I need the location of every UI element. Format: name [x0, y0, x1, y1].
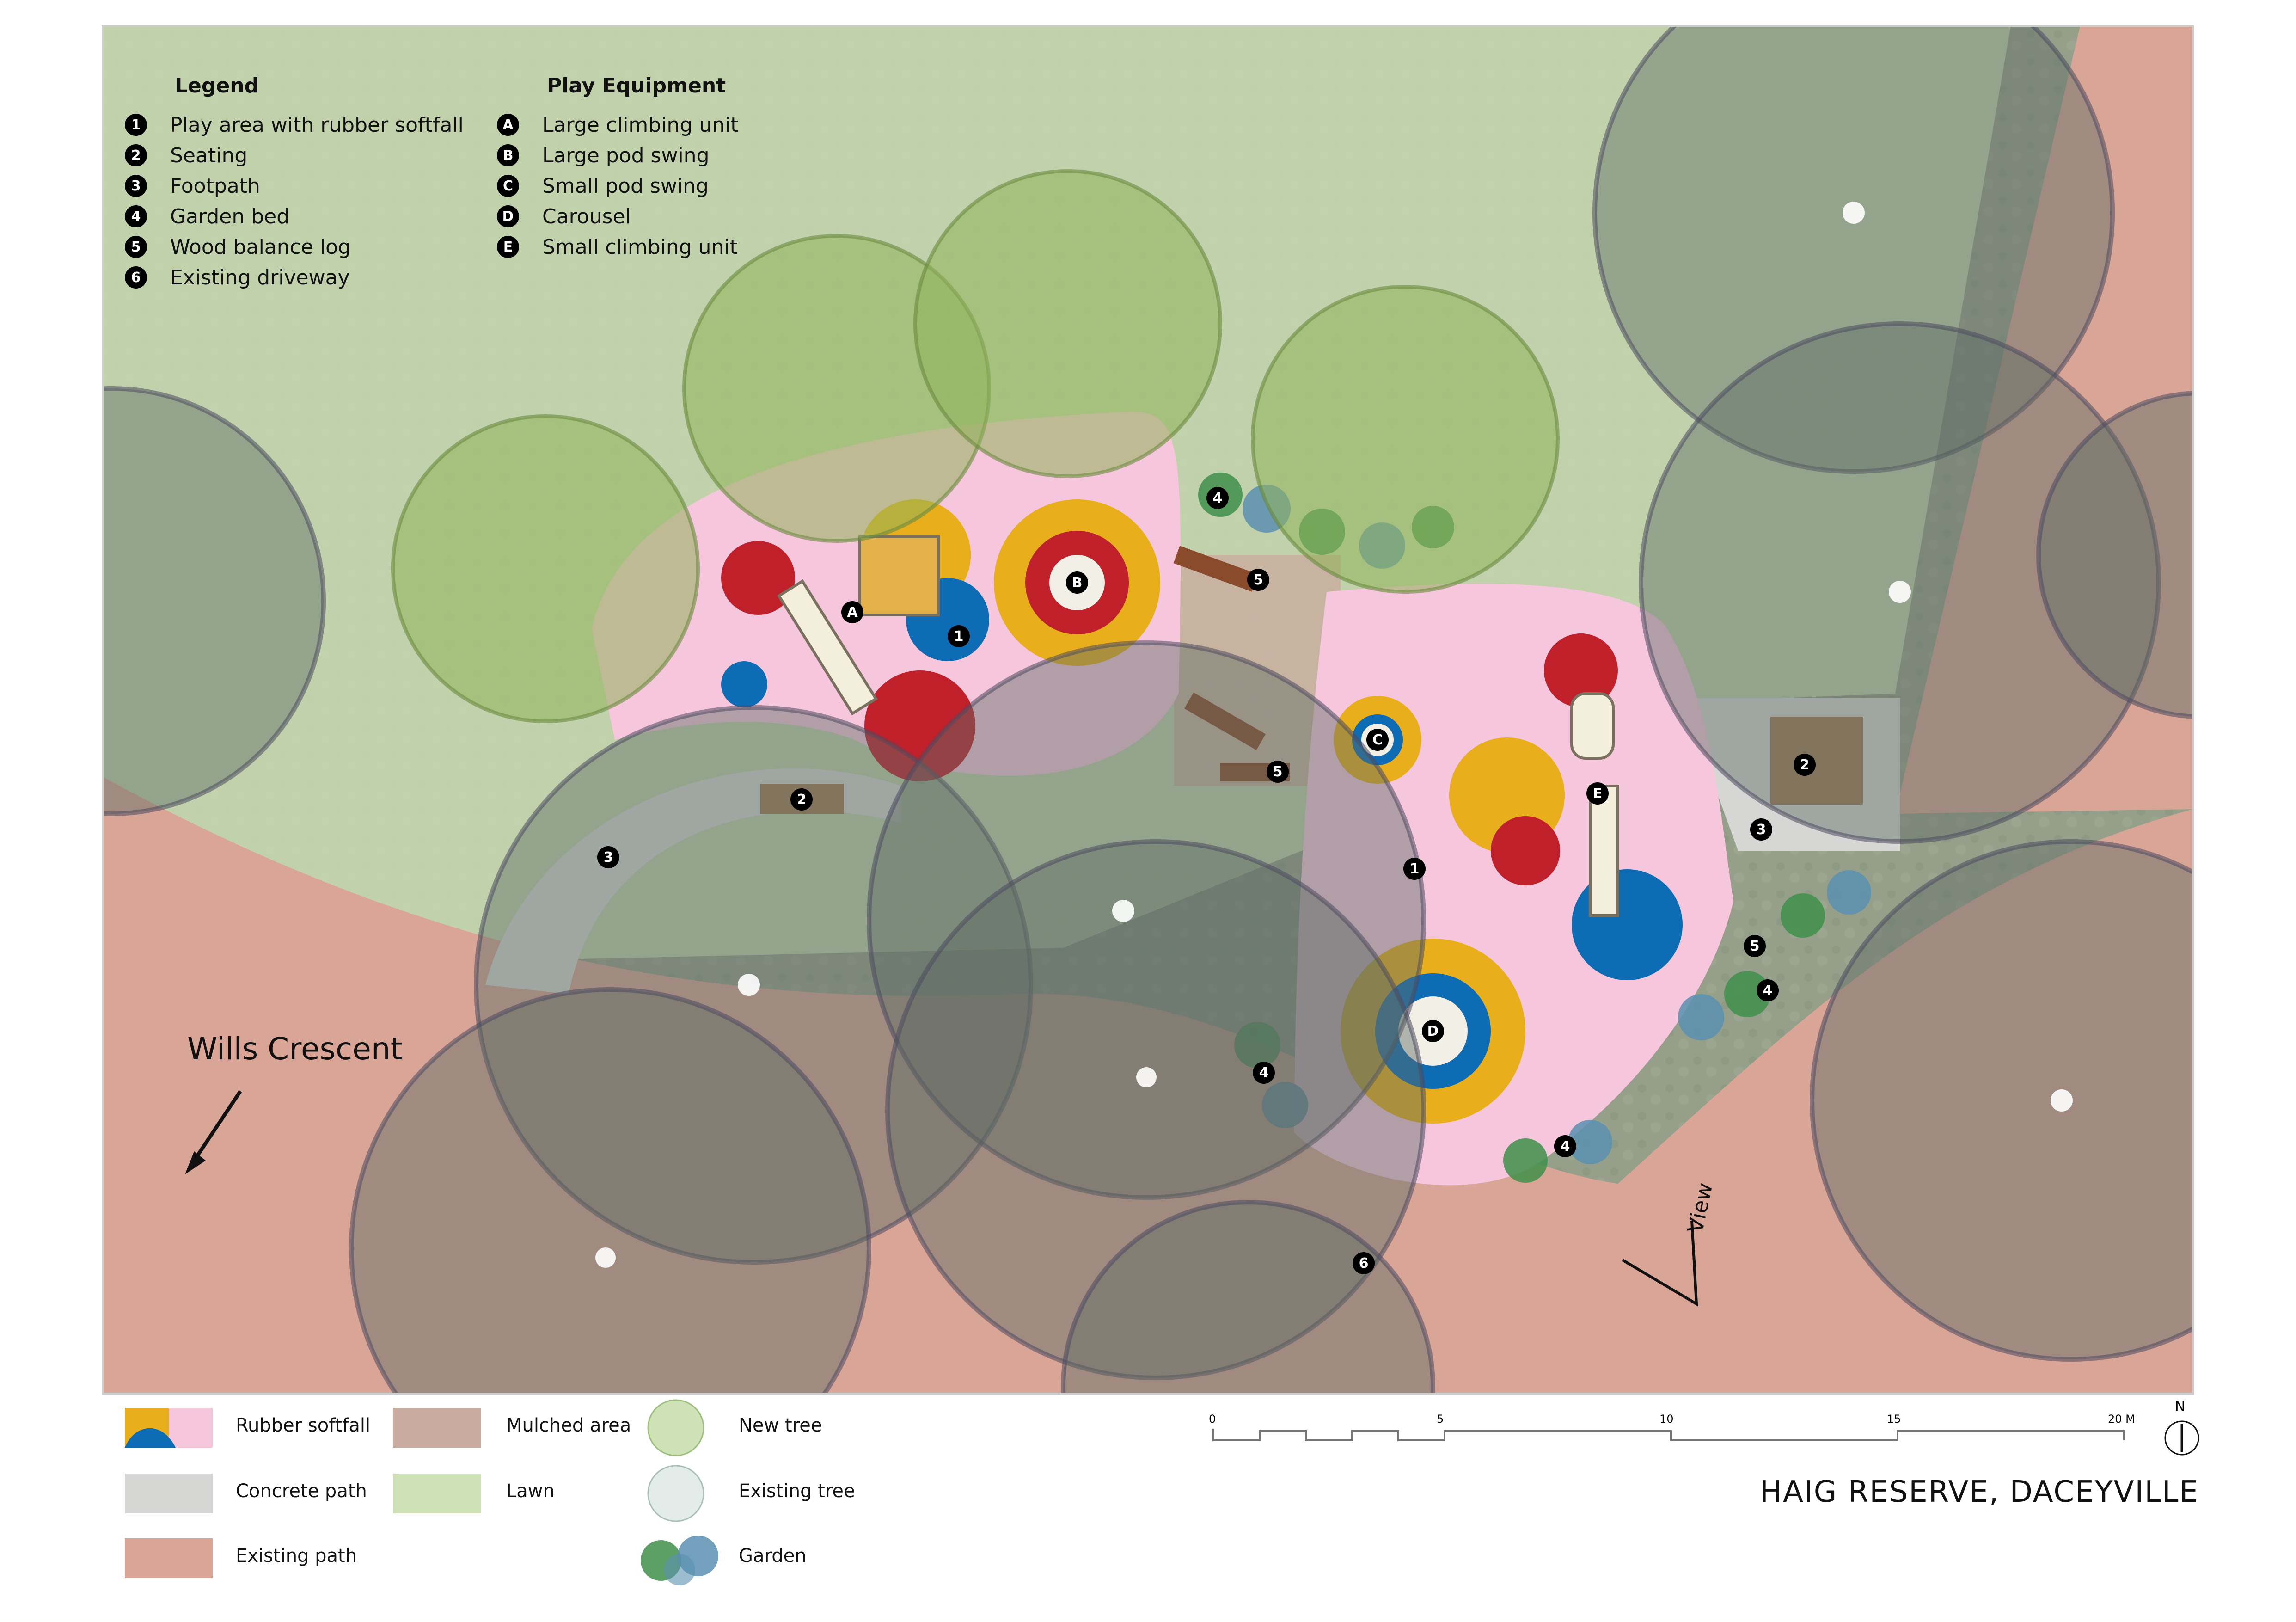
key-concrete-path: Concrete path	[236, 1481, 367, 1502]
scale-tick: 10	[1659, 1413, 1674, 1425]
marker-4: 4	[1206, 487, 1229, 509]
marker-1: 1	[1403, 858, 1426, 880]
marker-4: 4	[1253, 1062, 1275, 1084]
marker-A: A	[841, 601, 863, 623]
marker-4: 4	[1554, 1135, 1576, 1157]
marker-2: 2	[790, 788, 813, 811]
key-lawn: Lawn	[506, 1481, 555, 1502]
page-title: HAIG RESERVE, DACEYVILLE	[1760, 1475, 2199, 1509]
legend-title: Legend	[175, 74, 259, 98]
new-trees	[391, 169, 1560, 723]
key-rubber-softfall: Rubber softfall	[236, 1415, 371, 1436]
marker-6: 6	[1353, 1252, 1375, 1274]
scale-tick: 15	[1887, 1413, 1901, 1425]
existing-path-east	[1895, 26, 2193, 814]
key-mulched-area: Mulched area	[506, 1415, 631, 1436]
key-existing-path: Existing path	[236, 1545, 357, 1567]
marker-5: 5	[1247, 569, 1269, 591]
key-swatches	[125, 1399, 718, 1585]
key-existing-tree: Existing tree	[739, 1481, 855, 1502]
key-new-tree: New tree	[739, 1415, 822, 1436]
marker-3: 3	[597, 846, 619, 868]
marker-E: E	[1586, 782, 1609, 805]
equipment-title: Play Equipment	[547, 74, 726, 98]
scale-bar	[1212, 1429, 2125, 1441]
key-garden: Garden	[739, 1545, 807, 1567]
marker-5: 5	[1744, 935, 1766, 957]
concrete-path	[485, 768, 901, 994]
scale-tick: 0	[1209, 1413, 1216, 1425]
marker-2: 2	[1794, 754, 1816, 776]
marker-1: 1	[948, 625, 970, 647]
mulched-area	[1174, 555, 1341, 786]
scale-tick: 5	[1437, 1413, 1444, 1425]
marker-3: 3	[1750, 818, 1772, 841]
marker-D: D	[1422, 1020, 1444, 1042]
scale-tick: 20 M	[2108, 1413, 2135, 1425]
view-marker	[1622, 1220, 1698, 1307]
marker-B: B	[1066, 571, 1088, 594]
marker-5: 5	[1267, 761, 1289, 783]
north-label: N	[2175, 1399, 2186, 1415]
marker-C: C	[1366, 729, 1389, 751]
marker-4: 4	[1757, 979, 1779, 1001]
street-arrow	[192, 1090, 242, 1162]
street-label: Wills Crescent	[187, 1031, 403, 1067]
